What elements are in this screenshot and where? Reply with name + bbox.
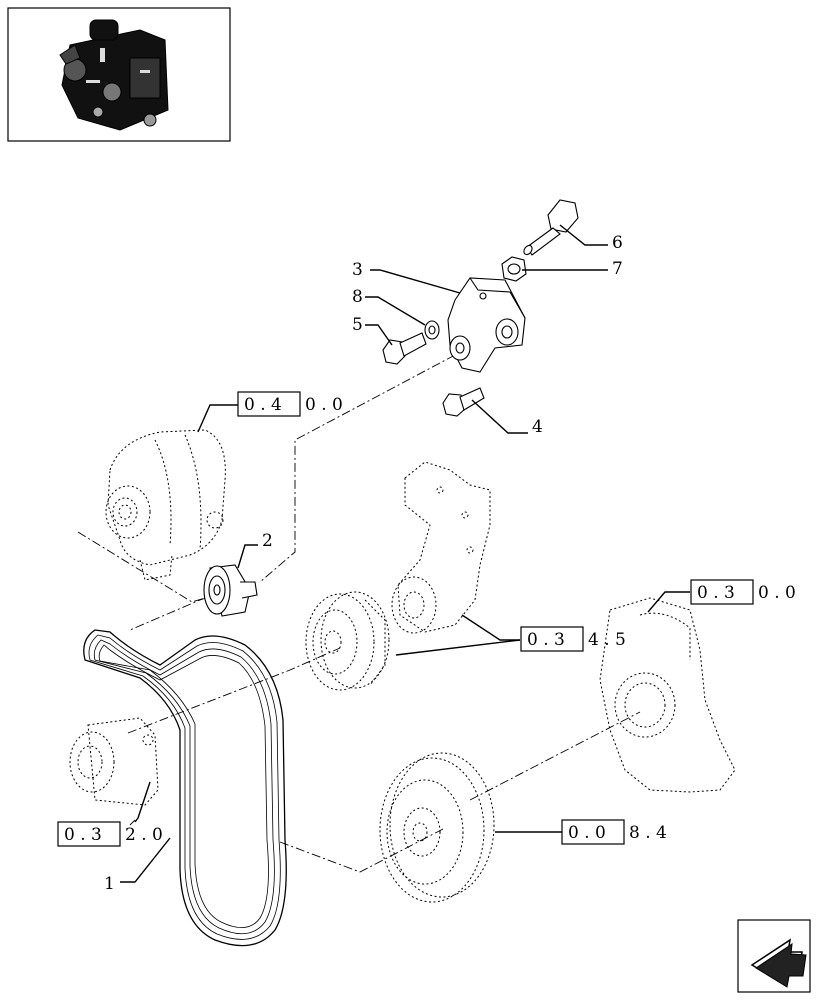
timing-cover-drawing bbox=[599, 597, 736, 793]
reference-suffix-text: 2 . 0 bbox=[125, 825, 163, 845]
callout-labels: 1 2 3 4 5 6 7 8 bbox=[104, 233, 623, 894]
compressor-drawing bbox=[69, 717, 159, 806]
callout-1: 1 bbox=[104, 874, 115, 894]
idler-pulley-part-2 bbox=[203, 564, 258, 617]
reference-boxed-text: 0 . 3 bbox=[697, 583, 735, 603]
reference-suffix-text: 8 . 4 bbox=[629, 823, 667, 843]
callout-2: 2 bbox=[262, 531, 273, 551]
callout-5: 5 bbox=[352, 315, 363, 335]
nut-part-7 bbox=[501, 256, 527, 282]
reference-0-34-5[interactable]: 0 . 3 4 . 5 bbox=[520, 626, 626, 652]
callout-7: 7 bbox=[612, 259, 623, 279]
reference-suffix-text: 4 . 5 bbox=[588, 630, 626, 650]
callout-6: 6 bbox=[612, 233, 623, 253]
reference-suffix-text: 0 . 0 bbox=[305, 395, 343, 415]
callout-8: 8 bbox=[352, 287, 363, 307]
crankshaft-pulley-drawing bbox=[379, 752, 495, 903]
poly-v-belt-part-1 bbox=[83, 629, 287, 947]
reference-boxed-text: 0 . 0 bbox=[568, 823, 606, 843]
reference-boxed-text: 0 . 4 bbox=[244, 395, 282, 415]
tensioner-bracket-part-3 bbox=[447, 277, 526, 373]
pulley-drawing bbox=[305, 591, 390, 691]
reference-0-30-0[interactable]: 0 . 3 0 . 0 bbox=[690, 579, 796, 605]
washer-part-8 bbox=[424, 320, 440, 340]
next-page-arrow-icon[interactable] bbox=[737, 919, 811, 993]
alignment-lines bbox=[77, 354, 641, 873]
bolt-part-6 bbox=[523, 199, 579, 256]
reference-0-08-4[interactable]: 0 . 0 8 . 4 bbox=[561, 819, 667, 845]
reference-0-32-0[interactable]: 0 . 3 2 . 0 bbox=[57, 821, 163, 847]
callout-4: 4 bbox=[532, 417, 543, 437]
water-pump-bracket-drawing bbox=[391, 461, 491, 634]
reference-boxed-text: 0 . 3 bbox=[64, 825, 102, 845]
reference-0-40-0[interactable]: 0 . 4 0 . 0 bbox=[237, 391, 343, 417]
leader-lines bbox=[120, 224, 690, 883]
bolt-part-5 bbox=[382, 332, 427, 365]
bolt-part-4 bbox=[442, 387, 485, 417]
alternator-drawing bbox=[105, 429, 226, 581]
engine-thumbnail-icon[interactable] bbox=[7, 7, 231, 142]
reference-suffix-text: 0 . 0 bbox=[758, 583, 796, 603]
reference-boxed-text: 0 . 3 bbox=[527, 630, 565, 650]
callout-3: 3 bbox=[352, 260, 363, 280]
